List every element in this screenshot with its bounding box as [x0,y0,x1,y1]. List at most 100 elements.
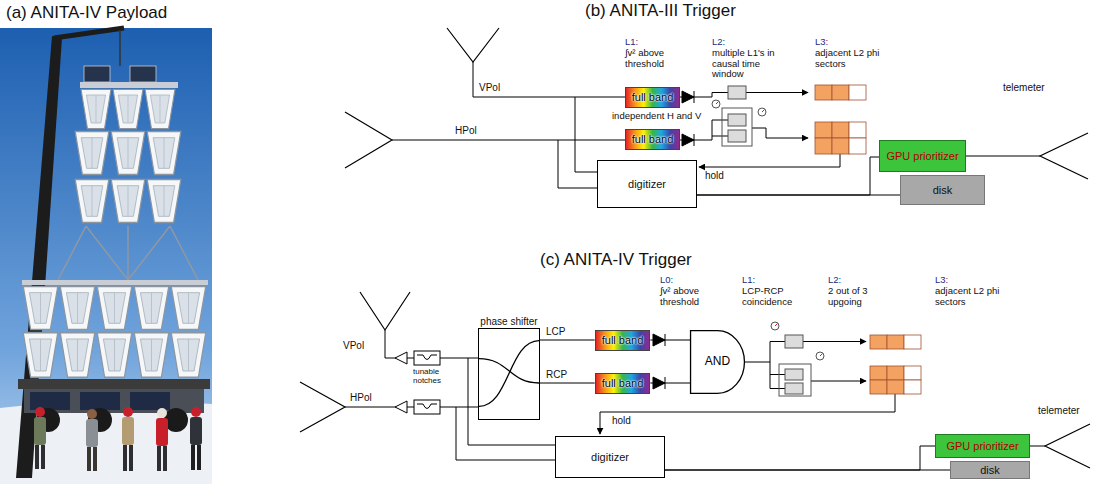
full-band-filter: full band [625,129,681,150]
l3-sector [832,122,849,138]
notch-filter [417,355,437,360]
payload-photo [163,446,167,471]
level-tag: L2: [828,275,841,286]
l2-logic [785,335,803,348]
antenna-symbol [447,28,499,62]
full-band-filter: full band [595,373,651,394]
flow-arrow [811,381,866,382]
node-label: disk [933,184,953,197]
node-label: full band [602,377,644,390]
antenna-label: telemeter [1003,82,1045,93]
payload-photo [171,333,206,378]
antenna-symbol [360,292,410,330]
payload-photo [87,447,91,471]
payload-photo [119,30,121,66]
payload-photo [75,180,109,223]
payload-photo [111,180,145,223]
payload-photo [60,333,95,378]
l3-sector [832,138,849,154]
signal-connector [665,470,950,471]
payload-photo [147,132,181,175]
payload-photo [113,89,143,128]
l3-sector [904,335,921,349]
payload-photo [191,407,201,417]
payload-photo [156,418,168,446]
level-description: ∫v² above threshold [625,48,685,69]
payload-photo [80,82,178,88]
node-label: full band [602,334,644,347]
l2-logic [779,364,811,396]
note: tunable notches [413,368,453,386]
signal-connector [650,340,690,341]
payload-photo [81,89,111,128]
payload-photo [191,445,195,470]
payload-photo [80,392,120,410]
notch-filter [414,351,440,365]
l2-logic [785,383,803,394]
hold-line [600,394,895,434]
clock-hand [716,102,719,105]
payload-photo [157,408,167,418]
disk-box: disk [950,461,1030,480]
clock-symbol [712,100,720,108]
payload-photo [123,445,127,471]
antenna-label: VPol [479,82,500,93]
l3-sector [904,380,921,394]
payload-photo [41,445,45,469]
payload-photo [87,409,97,419]
amplifier-symbol [395,352,407,364]
flow-arrow [752,128,808,138]
level-tag: L3: [815,37,828,48]
disk-box: disk [900,175,985,205]
payload-photo [54,28,124,38]
payload-photo [0,28,212,484]
level-description: 2 out of 3 upgoing [828,286,882,307]
level-description: multiple L1's in causal time window [712,48,794,80]
signal-wire [345,407,478,408]
flow-arrow [746,92,808,93]
antenna-label: telemeter [1038,405,1080,416]
diode-symbol [682,91,694,103]
payload-photo [30,392,70,410]
clock-symbol [712,100,824,360]
level-tag: L1: [625,37,638,48]
phase-curve [479,359,539,383]
diode-symbol [694,134,695,146]
level-description: adjacent L2 phi sectors [935,286,1017,307]
panel-title: (c) ANITA-IV Trigger [540,250,692,269]
clock-hand [775,324,778,327]
level-description: adjacent L2 phi sectors [815,48,897,69]
payload-photo [134,287,169,330]
full-band-filter: full band [625,87,681,108]
node-label: AND [705,355,730,369]
phase-curve [479,329,539,419]
signal-connector [697,195,900,196]
component-heading: phase shifter [480,316,537,328]
signal-wire [345,62,1045,460]
panel-title: (a) ANITA-IV Payload [6,3,167,22]
note: independent H and V [612,111,701,122]
antenna-label: HPol [455,125,477,136]
edge-label: LCP [545,326,566,337]
amplifier-symbol [395,352,407,413]
l2-logic [722,108,752,146]
payload-photo [18,379,210,389]
payload-photo [60,287,95,330]
l3-sector [815,85,921,394]
l3-sector [849,138,866,154]
l3-sector [815,122,832,138]
l3-sector [815,138,832,154]
flow-arrow [803,341,866,342]
l3-sector [849,122,866,138]
gpu-prioritizer: GPU prioritizer [879,140,965,172]
l3-sector [870,335,887,349]
signal-name: hold [705,170,724,181]
level-description: ∫v² above threshold [660,286,720,307]
payload-photo [35,407,45,417]
amplifier-symbol [395,401,407,413]
